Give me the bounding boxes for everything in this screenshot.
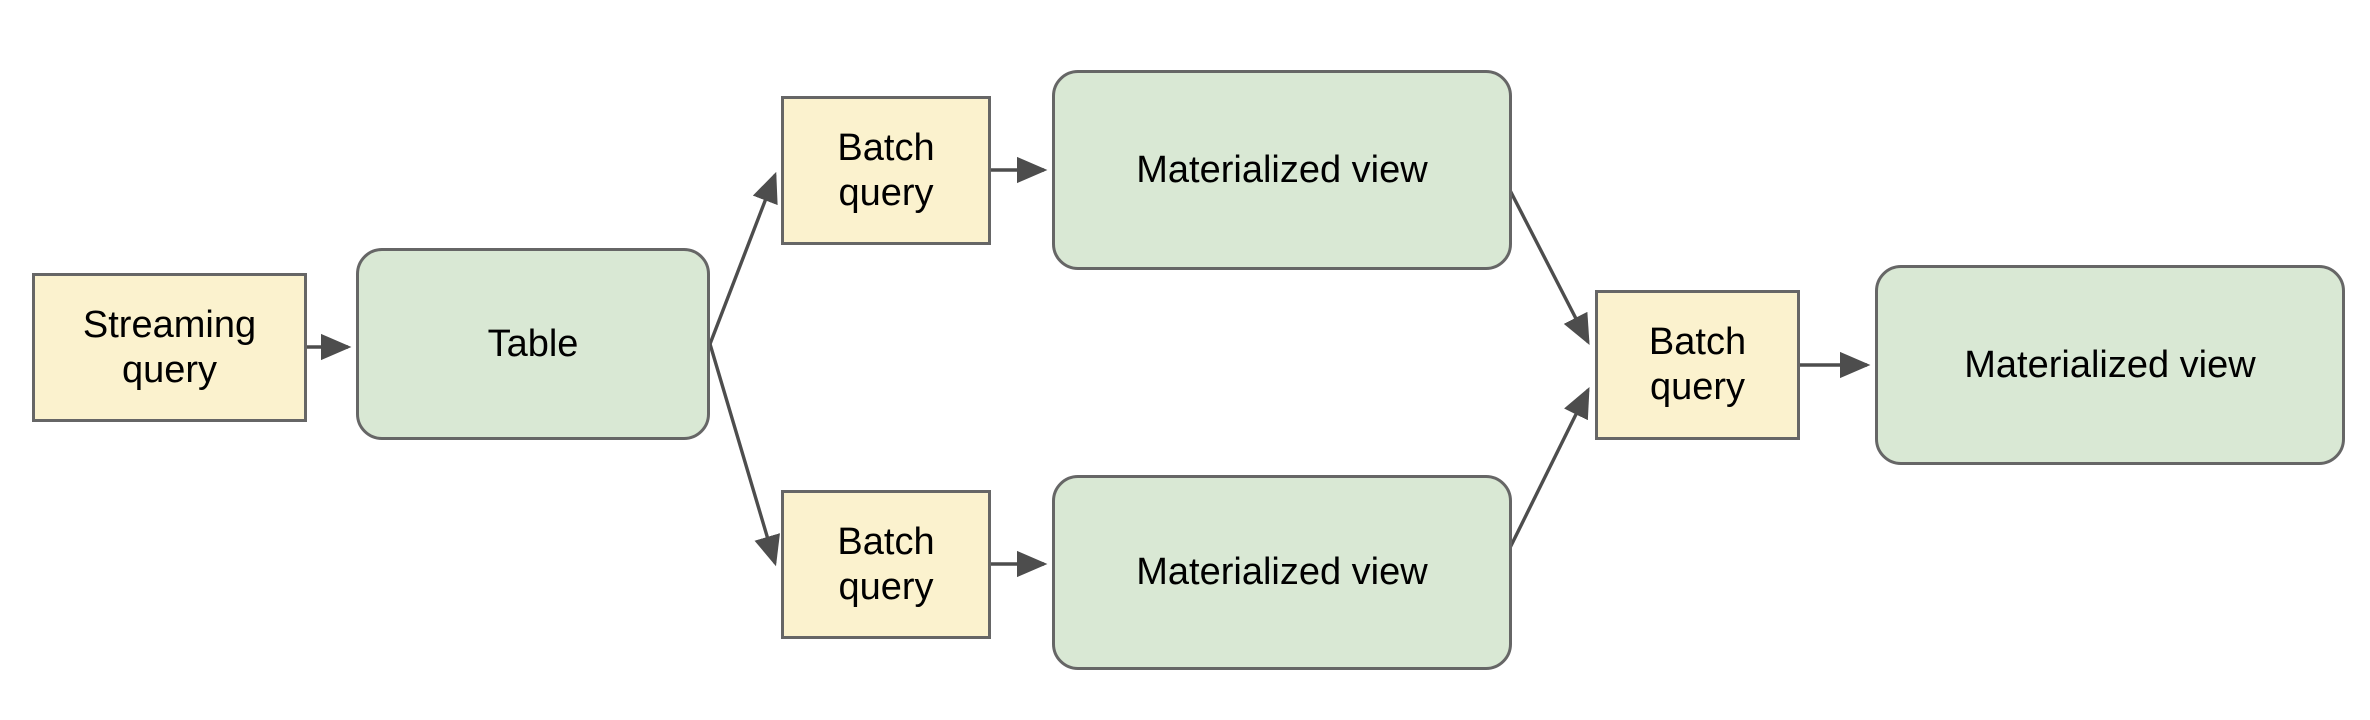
node-materialized-view-top[interactable]: Materialized view <box>1052 70 1512 270</box>
node-table[interactable]: Table <box>356 248 710 440</box>
node-batch-query-join[interactable]: Batch query <box>1595 290 1800 440</box>
edge-table-to-batch-bottom <box>708 343 780 567</box>
node-label-batch-query-join: Batch query <box>1648 321 1747 408</box>
node-label-batch-query-top: Batch query <box>837 126 935 214</box>
node-label-batch-query-bottom: Batch query <box>837 520 935 608</box>
node-streaming-query[interactable]: Streaming query <box>32 273 307 422</box>
node-batch-query-bottom[interactable]: Batch query <box>781 490 991 639</box>
node-label-materialized-view-bottom: Materialized view <box>1136 551 1428 594</box>
node-label-table: Table <box>487 322 579 365</box>
node-materialized-view-final[interactable]: Materialized view <box>1875 265 2345 465</box>
node-label-materialized-view-final: Materialized view <box>1964 343 2256 386</box>
edge-table-to-batch-top <box>708 171 778 345</box>
node-label-streaming-query: Streaming query <box>82 303 257 391</box>
node-batch-query-top[interactable]: Batch query <box>781 96 991 245</box>
node-label-materialized-view-top: Materialized view <box>1136 148 1428 191</box>
node-materialized-view-bottom[interactable]: Materialized view <box>1052 475 1512 670</box>
